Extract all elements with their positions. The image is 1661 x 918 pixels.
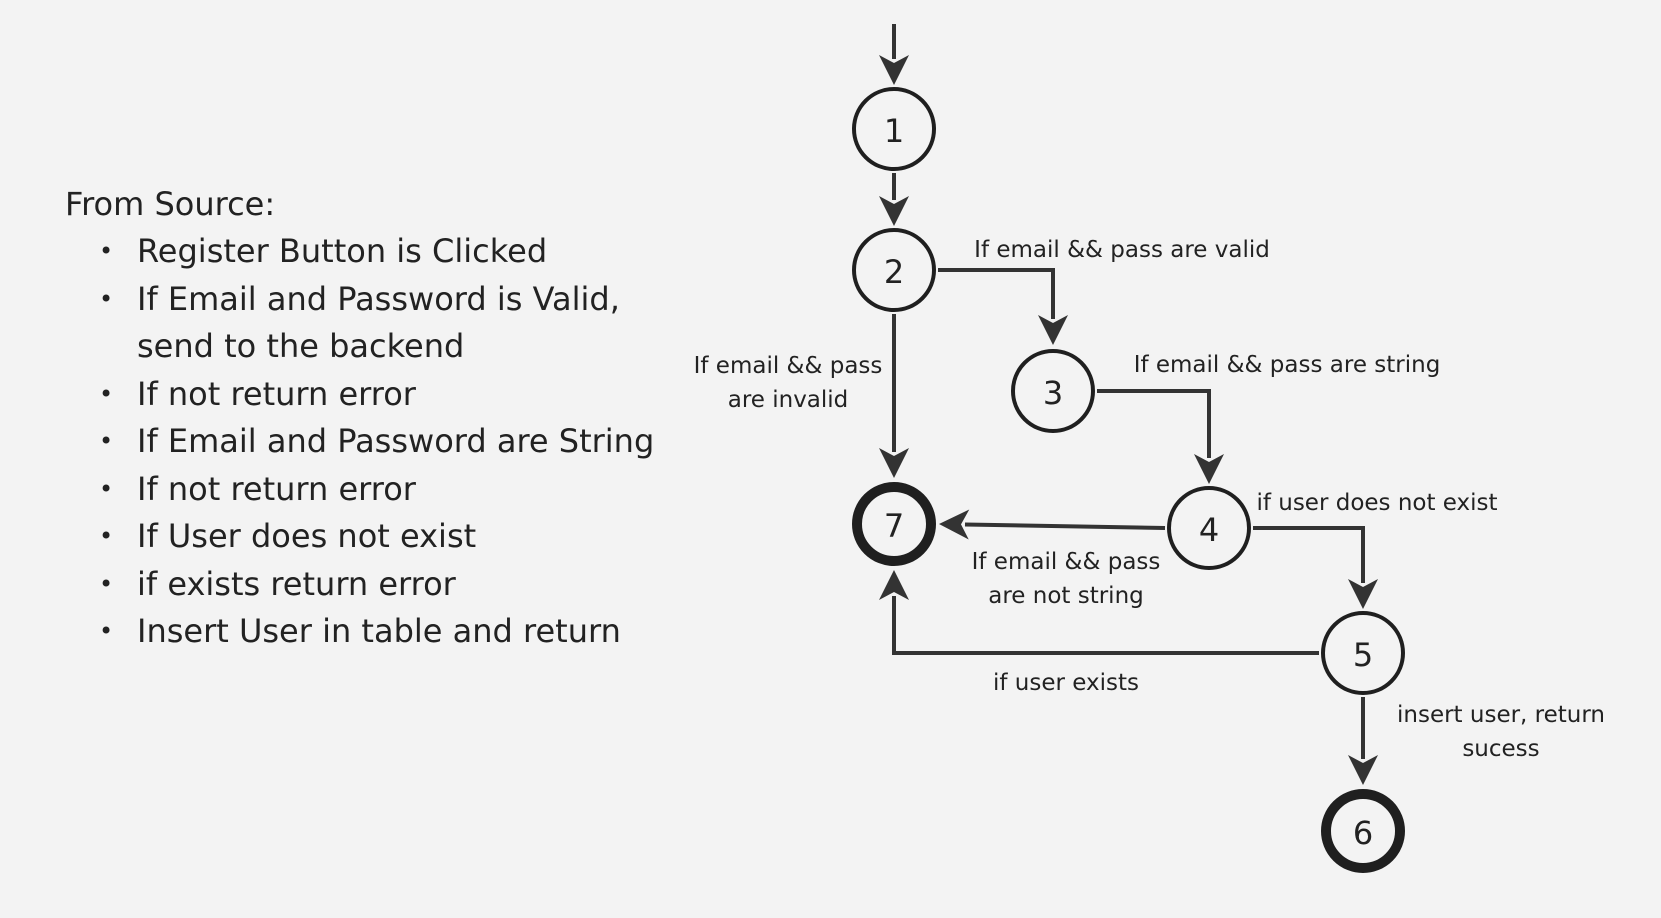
- edge-4-to-7: [964, 522, 1166, 530]
- notes-item: • Insert User in table and return: [99, 608, 665, 656]
- node-1-label: 1: [884, 112, 904, 150]
- bullet-icon: •: [99, 569, 114, 598]
- notes-title: From Source:: [65, 185, 276, 223]
- notes-item: • Register Button is Clicked: [99, 228, 665, 276]
- notes-item: • If not return error: [99, 466, 665, 514]
- bullet-icon: •: [99, 379, 114, 408]
- node-4: 4: [1167, 486, 1251, 570]
- edge-labels-layer: If email && pass are valid If email && pa…: [694, 237, 1605, 762]
- notes-item-text: If not return error: [137, 374, 416, 413]
- node-7-circle: [852, 482, 936, 566]
- notes-item-text: If User does not exist: [137, 517, 477, 555]
- node-3: 3: [1011, 349, 1095, 433]
- edge-3-to-4: [1097, 389, 1211, 458]
- notes-item: • if exists return error: [99, 561, 665, 609]
- notes-item: • If Email and Password are String: [99, 418, 665, 466]
- node-1: 1: [852, 87, 936, 171]
- notes-item-text: If Email and Password are String: [137, 422, 655, 460]
- node-4-circle: [1167, 486, 1251, 570]
- notes-item: • If User does not exist: [99, 513, 665, 561]
- notes-item-text: If Email and Password is Valid, send to …: [137, 279, 620, 366]
- notes-item-text: Insert User in table and return: [137, 612, 621, 650]
- edge-label-5-to-7: if user exists: [993, 670, 1139, 696]
- node-5-circle: [1321, 611, 1405, 695]
- node-3-label: 3: [1043, 374, 1063, 412]
- bullet-icon: •: [99, 237, 114, 265]
- edge-label-4-to-5: if user does not exist: [1256, 490, 1497, 516]
- node-4-label: 4: [1199, 511, 1219, 549]
- arrowhead-icon: [1194, 454, 1224, 484]
- arrowhead-icon: [939, 509, 970, 540]
- node-7: 7: [852, 482, 936, 566]
- node-2: 2: [852, 228, 936, 312]
- node-5-label: 5: [1353, 636, 1373, 674]
- arrowhead-icon: [879, 55, 909, 85]
- edge-5-to-7: [892, 596, 1319, 655]
- node-6-label: 6: [1353, 814, 1373, 852]
- node-3-circle: [1011, 349, 1095, 433]
- bullet-icon: •: [99, 427, 114, 455]
- node-6-circle: [1321, 789, 1405, 873]
- edges-layer: [879, 24, 1378, 785]
- arrowhead-icon: [879, 570, 909, 600]
- notes-item-text: if exists return error: [137, 564, 456, 603]
- bullet-icon: •: [99, 522, 114, 550]
- arrowhead-icon: [879, 448, 909, 478]
- notes-item-text: If not return error: [137, 469, 416, 508]
- node-2-label: 2: [884, 253, 904, 291]
- bullet-icon: •: [99, 474, 114, 503]
- node-2-circle: [852, 228, 936, 312]
- edge-label-3-to-4: If email && pass are string: [1134, 352, 1441, 378]
- node-6: 6: [1321, 789, 1405, 873]
- bullet-icon: •: [99, 617, 114, 645]
- source-notes: From Source: • Register Button is Clicked…: [65, 180, 665, 656]
- arrowhead-icon: [879, 196, 909, 226]
- arrowhead-icon: [1038, 315, 1068, 345]
- arrowhead-icon: [1348, 579, 1378, 609]
- node-7-label: 7: [884, 507, 904, 545]
- node-5: 5: [1321, 611, 1405, 695]
- nodes-layer: 1 2 3 4 5 6 7: [852, 87, 1405, 873]
- notes-item-text: Register Button is Clicked: [137, 232, 548, 270]
- notes-list: • Register Button is Clicked • If Email an…: [65, 228, 665, 656]
- notes-item: • If Email and Password is Valid, send to…: [99, 276, 665, 371]
- arrowhead-icon: [1348, 755, 1378, 785]
- edge-2-to-3: [938, 268, 1055, 319]
- bullet-icon: •: [99, 284, 114, 313]
- edge-label-2-to-3: If email && pass are valid: [974, 237, 1270, 263]
- node-1-circle: [852, 87, 936, 171]
- edge-4-to-5: [1253, 526, 1365, 583]
- notes-item: • If not return error: [99, 371, 665, 419]
